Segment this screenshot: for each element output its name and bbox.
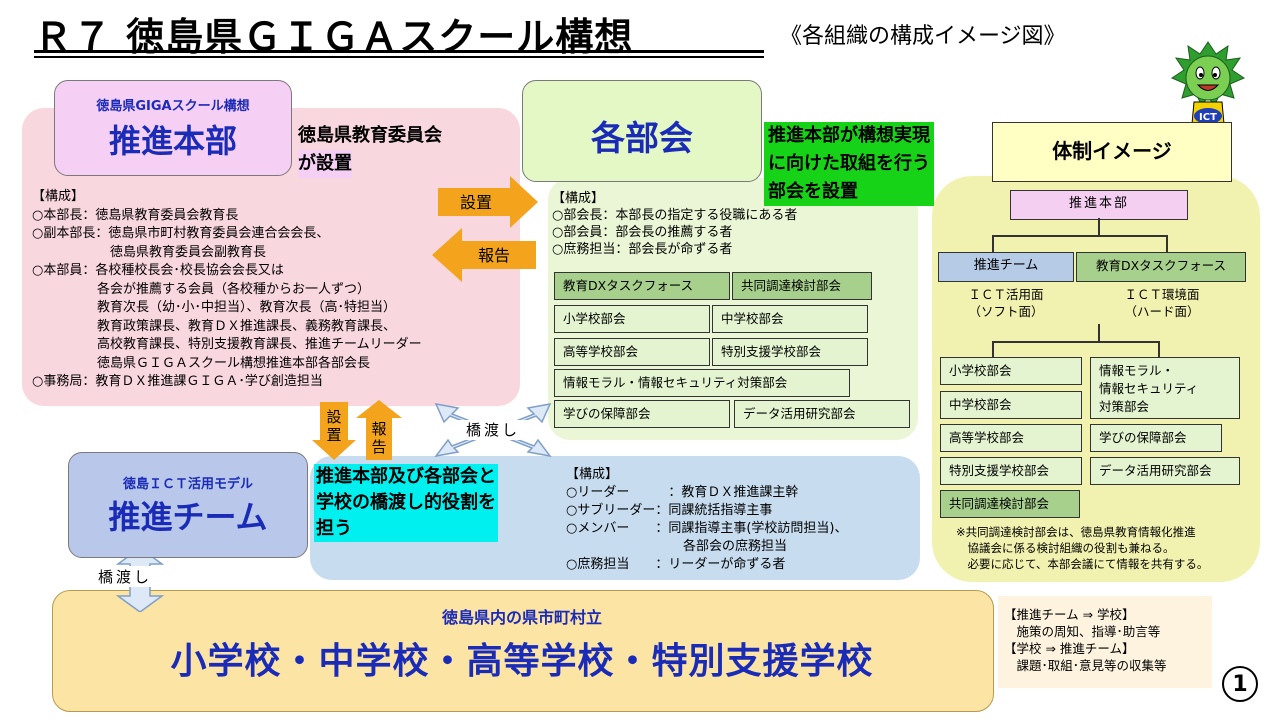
- tree-ict-soft: ＩＣＴ活用面 （ソフト面）: [968, 287, 1044, 319]
- tree-item-high-school: 高等学校部会: [940, 424, 1082, 452]
- arrow-left-icon: 報告: [432, 228, 536, 282]
- arrow-down-icon: 設 置: [312, 402, 356, 460]
- school-background: [52, 590, 994, 712]
- arrow-down-char: 置: [326, 426, 341, 444]
- tree-item-manabi: 学びの保障部会: [1090, 424, 1222, 452]
- bukai-title: 各部会: [591, 119, 693, 159]
- mascot-label: ICT: [1199, 112, 1217, 123]
- subgroup-high-school: 高等学校部会: [554, 338, 710, 366]
- team-description-line: 学校の橋渡し的役割を: [316, 492, 496, 513]
- team-composition: 【構成】 ○リーダー ：教育ＤＸ推進課主幹 ○サブリーダー：同課統括指導主事 ○…: [566, 467, 848, 572]
- honbu-composition: 【構成】 ○本部長：徳島県教育委員会教育長 ○副本部長：徳島県市町村教育委員会連…: [32, 189, 422, 389]
- arrow-hokoku-label: 報告: [478, 246, 510, 265]
- bridge-label: 橋渡し: [466, 421, 520, 439]
- tree-item-info-moral: 情報モラル・ 情報セキュリティ 対策部会: [1090, 357, 1240, 419]
- team-description: 推進本部及び各部会と 学校の橋渡し的役割を 担う: [314, 464, 498, 542]
- tree-line: [992, 341, 994, 357]
- tree-line: [992, 235, 1168, 237]
- tree-team: 推進チーム: [938, 252, 1074, 282]
- bukai-title-box: 各部会: [522, 80, 762, 182]
- mascot-icon: ICT: [1170, 41, 1246, 145]
- school-team-note: 【推進チーム ⇒ 学校】 施策の周知、指導･助言等 【学校 ⇒ 推進チーム】 課…: [1004, 607, 1167, 673]
- tree-line: [992, 235, 994, 252]
- bukai-description-line: に向けた取組を行う: [768, 153, 930, 174]
- bukai-description: 推進本部が構想実現 に向けた取組を行う 部会を設置: [764, 122, 934, 206]
- taisei-note: ※共同調達検討部会は、徳島県教育情報化推進 協議会に係る検討組織の役割も兼ねる。…: [956, 525, 1209, 571]
- bridge-arrow-icon: 橋渡し: [434, 403, 552, 458]
- tree-item-special-support: 特別支援学校部会: [940, 457, 1082, 485]
- team-title-box: 徳島ＩＣＴ活用モデル 推進チーム: [68, 452, 308, 558]
- page-number: 1: [1222, 666, 1258, 702]
- tree-item-junior-high: 中学校部会: [940, 391, 1082, 419]
- bukai-composition: 【構成】 ○部会長：本部長の指定する役職にある者 ○部会員：部会長の推薦する者 …: [552, 191, 798, 257]
- bukai-description-line: 推進本部が構想実現: [768, 125, 930, 146]
- title-underline-2: [34, 56, 764, 58]
- team-subtitle: 徳島ＩＣＴ活用モデル: [122, 477, 253, 492]
- school-note-background: [998, 596, 1212, 688]
- page-subtitle: 《各組織の構成イメージ図》: [780, 24, 1066, 49]
- subgroup-special-support: 特別支援学校部会: [712, 338, 868, 366]
- tree-item-kyodo-chotatsu: 共同調達検討部会: [940, 490, 1080, 518]
- school-title: 小学校・中学校・高等学校・特別支援学校: [170, 641, 874, 682]
- bridge-label-2: 橋渡し: [96, 566, 155, 587]
- tree-line: [1098, 324, 1100, 342]
- arrow-setchi-label: 設置: [460, 193, 492, 212]
- arrow-up-char: 報: [371, 420, 386, 438]
- subgroup-info-moral: 情報モラル・情報セキュリティ対策部会: [554, 369, 850, 397]
- subgroup-manabi: 学びの保障部会: [554, 400, 730, 428]
- honbu-setup-line: 徳島県教育委員会: [298, 125, 442, 146]
- team-title: 推進チーム: [108, 498, 268, 536]
- subgroup-junior-high: 中学校部会: [712, 305, 868, 333]
- taisei-title: 体制イメージ: [992, 122, 1232, 182]
- tree-honbu: 推進本部: [1010, 190, 1188, 220]
- tree-line: [1158, 341, 1160, 357]
- arrow-up-char: 告: [371, 438, 386, 456]
- tree-item-data-research: データ活用研究部会: [1090, 457, 1240, 485]
- tree-line: [1166, 235, 1168, 252]
- honbu-title-box: 徳島県GIGAスクール構想 推進本部: [54, 80, 292, 176]
- honbu-title: 推進本部: [108, 122, 237, 160]
- tree-item-elementary: 小学校部会: [940, 357, 1082, 385]
- team-description-line: 推進本部及び各部会と: [316, 466, 496, 487]
- team-description-line: 担う: [316, 518, 352, 539]
- subgroup-elementary: 小学校部会: [554, 305, 710, 333]
- tree-line: [1098, 218, 1100, 236]
- school-subtitle: 徳島県内の県市町村立: [441, 608, 602, 627]
- arrow-down-char: 設: [326, 408, 341, 426]
- bukai-description-line: 部会を設置: [768, 181, 858, 202]
- subgroup-kyodo-chotatsu: 共同調達検討部会: [732, 272, 872, 300]
- honbu-subtitle: 徳島県GIGAスクール構想: [96, 99, 250, 114]
- subgroup-data-research: データ活用研究部会: [734, 400, 910, 428]
- tree-dx-taskforce: 教育DXタスクフォース: [1076, 252, 1246, 282]
- tree-ict-hard: ＩＣＴ環境面 （ハード面）: [1124, 287, 1200, 319]
- honbu-setup-text: 徳島県教育委員会 が設置: [298, 122, 442, 178]
- arrow-right-icon: 設置: [438, 176, 538, 228]
- title-underline: [34, 50, 764, 53]
- honbu-setup-line: が設置: [298, 150, 352, 178]
- subgroup-dx-taskforce: 教育DXタスクフォース: [554, 272, 730, 300]
- tree-line: [992, 341, 1160, 343]
- arrow-up-icon: 報 告: [356, 400, 402, 460]
